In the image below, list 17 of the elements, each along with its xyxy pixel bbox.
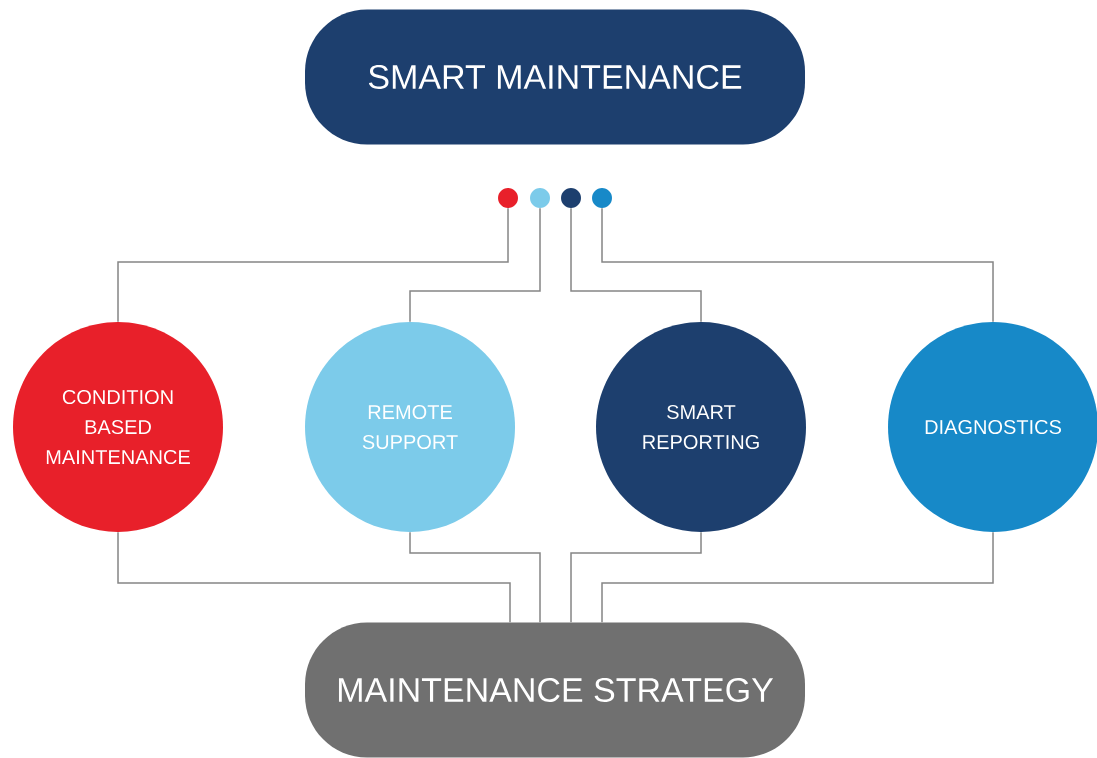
dot — [530, 188, 550, 208]
connector-line — [117, 531, 511, 624]
circle-node: SMART REPORTING — [596, 322, 806, 532]
dot — [498, 188, 518, 208]
connector-line — [409, 207, 541, 323]
connector-line — [601, 531, 994, 624]
connector-line — [570, 531, 702, 624]
rounded-banner: MAINTENANCE STRATEGY — [305, 622, 805, 758]
circle-node: CONDITION BASED MAINTENANCE — [13, 322, 223, 532]
rounded-banner: SMART MAINTENANCE — [305, 9, 805, 145]
circle-node: REMOTE SUPPORT — [305, 322, 515, 532]
connector-line — [570, 207, 702, 323]
connector-line — [601, 207, 994, 323]
dot — [592, 188, 612, 208]
dot — [561, 188, 581, 208]
connector-line — [409, 531, 541, 624]
connector-line — [117, 207, 509, 323]
